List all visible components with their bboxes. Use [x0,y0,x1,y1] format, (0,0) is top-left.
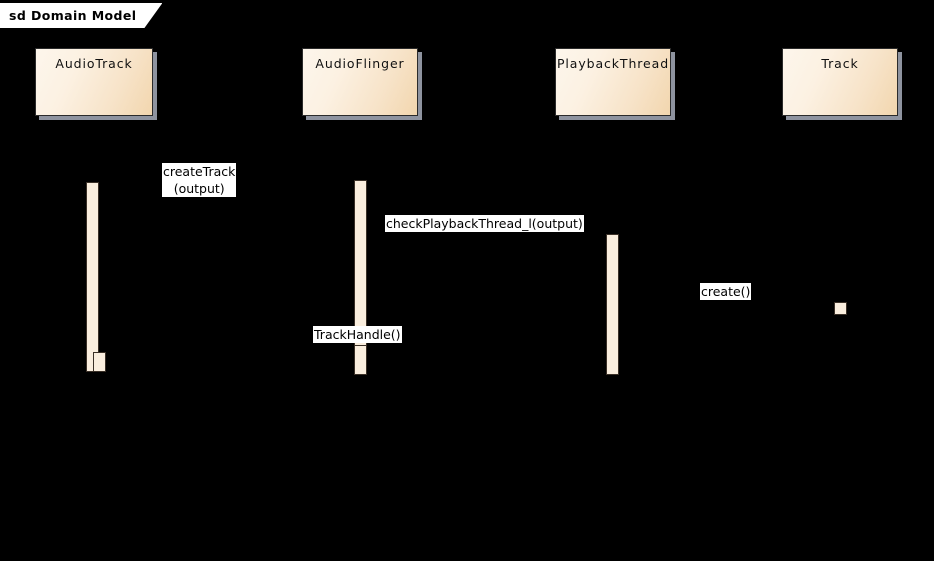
message-label-trackhandle: TrackHandle() [313,326,402,343]
lifeline-label-audiotrack: AudioTrack [55,56,133,71]
lifeline-label-track: Track [821,56,859,71]
message-line-checkplaybackthread [367,234,606,235]
frame-title-tab: sd Domain Model [0,3,162,28]
message-label-checkplaybackthread: checkPlaybackThread_l(output) [385,215,584,232]
activation-bar-track [834,302,847,315]
lifeline-label-audioflinger: AudioFlinger [315,56,405,71]
message-line-trackhandle [99,345,354,346]
lifeline-stem-track [840,116,841,561]
lifeline-head-playbackthread[interactable]: PlaybackThread [555,48,671,116]
lifeline-head-audiotrack[interactable]: AudioTrack [35,48,153,116]
message-label-createtrack-line1: createTrack [163,164,236,179]
activation-bar-playbackthread [606,234,619,375]
lifeline-head-track[interactable]: Track [782,48,898,116]
message-line-create [619,302,834,303]
activation-bar-audiotrack-nested [93,352,106,372]
activation-divider-audioflinger [354,345,367,346]
message-label-createtrack-line2: (output) [173,181,225,196]
activation-bar-audiotrack [86,182,99,372]
message-label-createtrack: createTrack (output) [162,163,237,197]
lifeline-label-playbackthread: PlaybackThread [556,56,670,71]
message-label-create: create() [700,283,752,300]
lifeline-head-audioflinger[interactable]: AudioFlinger [302,48,418,116]
